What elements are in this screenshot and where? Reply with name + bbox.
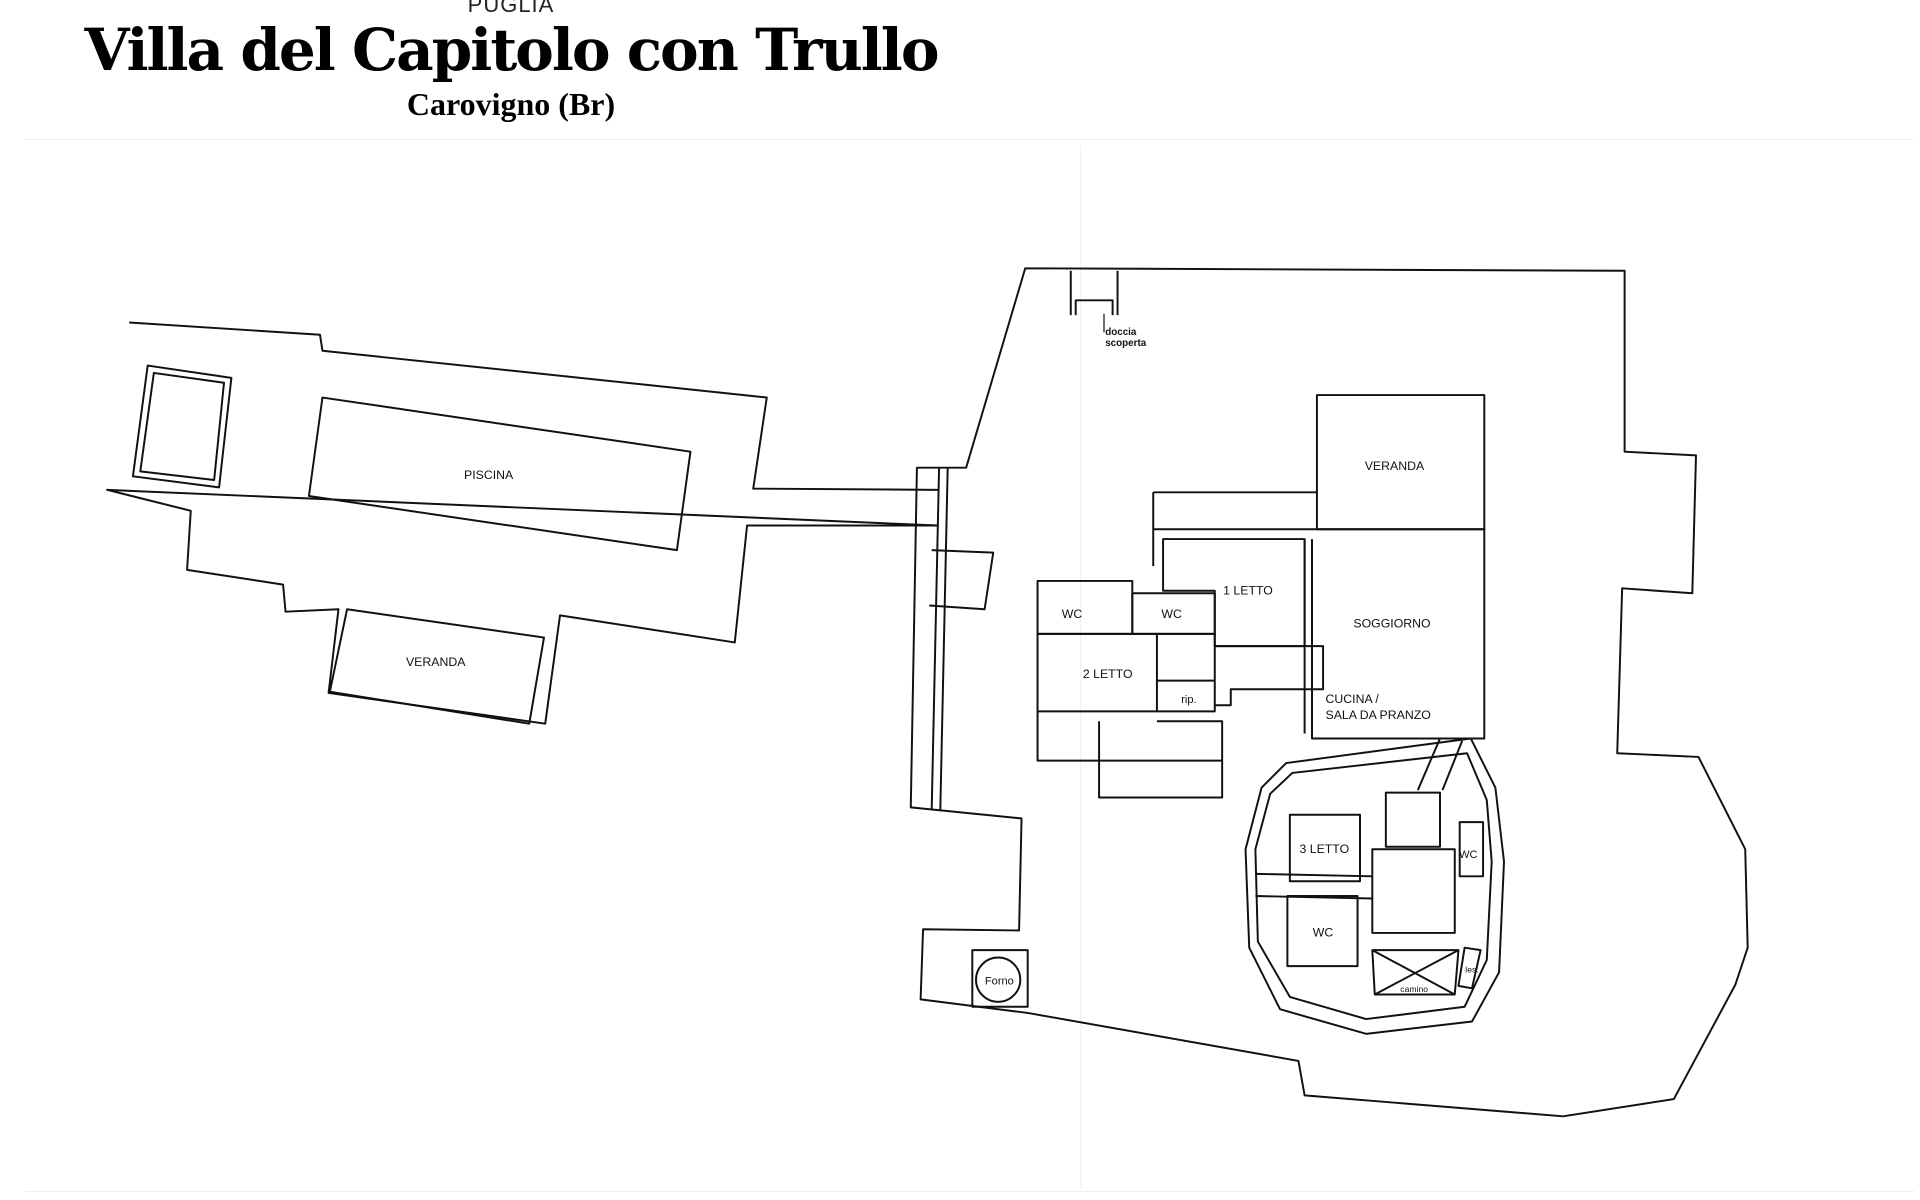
page-title: Villa del Capitolo con Trullo (84, 16, 939, 84)
label-sala-da-pranzo: SALA DA PRANZO (1326, 708, 1431, 722)
label-wc-1: WC (1062, 607, 1083, 621)
label-wc-4: WC (1459, 849, 1477, 861)
label-wc-3: WC (1313, 926, 1334, 940)
label-1-letto: 1 LETTO (1223, 583, 1273, 597)
label-forno: Forno (985, 976, 1014, 988)
label-piscina: PISCINA (464, 468, 514, 482)
header-divider (25, 139, 1914, 140)
label-scoperta: scoperta (1105, 338, 1147, 349)
label-rip: rip. (1181, 694, 1196, 706)
pool-veranda (328, 608, 545, 725)
label-camino: camino (1400, 984, 1428, 994)
label-les: les. (1465, 964, 1478, 974)
pool-area: PISCINA VERANDA (106, 321, 939, 725)
label-2-letto: 2 LETTO (1083, 667, 1133, 681)
main-property: doccia scoperta VERANDA 1 LETTO WC WC 2 … (909, 267, 1749, 1118)
label-wc-2: WC (1161, 607, 1182, 621)
label-soggiorno: SOGGIORNO (1353, 617, 1430, 631)
label-veranda-house: VERANDA (1365, 459, 1425, 473)
forno (971, 949, 1029, 1008)
region-label: PUGLIA (467, 0, 555, 17)
label-3-letto: 3 LETTO (1299, 842, 1349, 856)
pool (307, 396, 692, 552)
label-veranda-pool: VERANDA (406, 655, 466, 669)
label-doccia: doccia (1105, 327, 1137, 338)
location-subtitle: Carovigno (Br) (406, 86, 616, 122)
footer-divider (25, 1191, 1914, 1192)
label-cucina: CUCINA / (1326, 692, 1380, 706)
